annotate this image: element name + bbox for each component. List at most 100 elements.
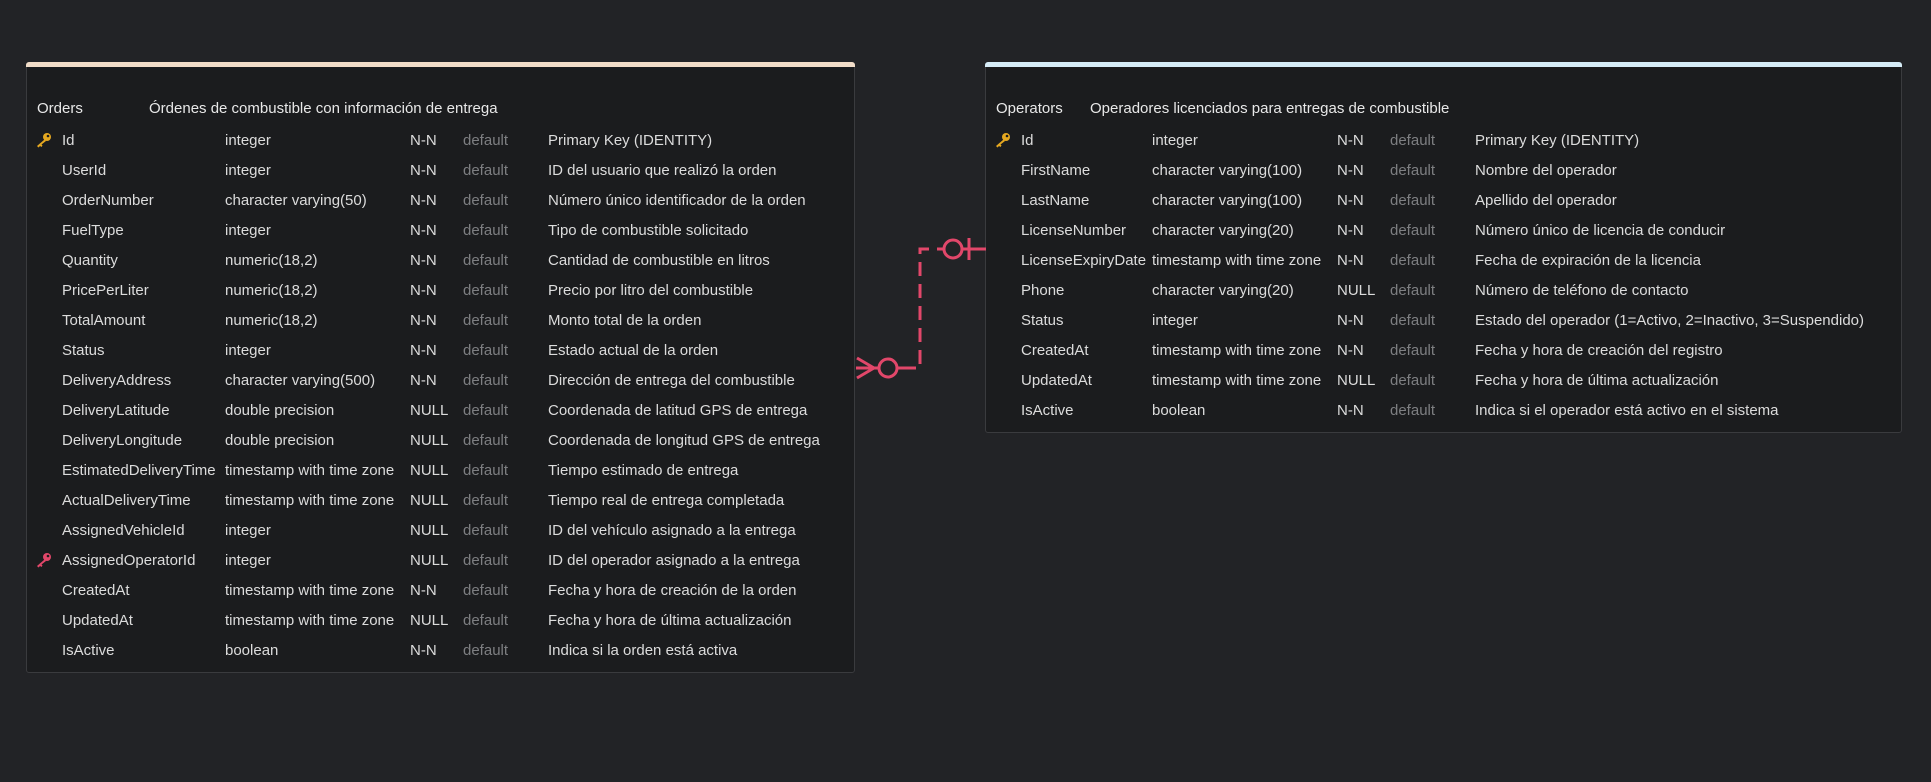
column-type: integer	[225, 552, 271, 569]
column-name: IsActive	[62, 642, 115, 659]
column-default: default	[1390, 342, 1436, 359]
column-nullability: N-N	[410, 582, 437, 599]
column-default: default	[463, 132, 509, 149]
operators-table-accent-bar	[985, 62, 1902, 67]
column-type: numeric(18,2)	[225, 252, 318, 269]
column-type: timestamp with time zone	[225, 462, 395, 479]
column-type: integer	[225, 342, 271, 359]
column-nullability: N-N	[410, 222, 437, 239]
column-name: FuelType	[62, 222, 124, 239]
zero-or-many-circle	[877, 357, 899, 379]
column-type: character varying(500)	[225, 372, 376, 389]
column-nullability: NULL	[1337, 282, 1376, 299]
column-default: default	[463, 252, 509, 269]
operators-table[interactable]: Operators Operadores licenciados para en…	[985, 62, 1902, 433]
column-description: Tiempo real de entrega completada	[548, 492, 785, 509]
column-nullability: NULL	[410, 552, 449, 569]
column-type: timestamp with time zone	[1152, 252, 1322, 269]
column-type: timestamp with time zone	[225, 582, 395, 599]
column-description: Primary Key (IDENTITY)	[548, 132, 713, 149]
column-default: default	[1390, 192, 1436, 209]
column-default: default	[463, 642, 509, 659]
column-type: timestamp with time zone	[225, 612, 395, 629]
column-type: character varying(20)	[1152, 222, 1294, 239]
column-nullability: N-N	[1337, 252, 1364, 269]
column-default: default	[1390, 132, 1436, 149]
column-description: Estado actual de la orden	[548, 342, 719, 359]
column-nullability: N-N	[410, 642, 437, 659]
column-default: default	[463, 192, 509, 209]
foreign-key-icon	[37, 553, 51, 568]
crow-foot-lower	[856, 366, 875, 380]
column-default: default	[1390, 252, 1436, 269]
column-default: default	[1390, 402, 1436, 419]
column-nullability: N-N	[410, 162, 437, 179]
column-name: LastName	[1021, 192, 1090, 209]
column-default: default	[463, 462, 509, 479]
column-name: LicenseNumber	[1021, 222, 1127, 239]
column-description: Precio por litro del combustible	[548, 282, 754, 299]
column-description: Número único identificador de la orden	[548, 192, 806, 209]
column-description: Tiempo estimado de entrega	[548, 462, 739, 479]
column-nullability: NULL	[410, 612, 449, 629]
column-nullability: N-N	[410, 282, 437, 299]
column-description: Dirección de entrega del combustible	[548, 372, 795, 389]
column-type: double precision	[225, 432, 335, 449]
column-description: Fecha y hora de creación de la orden	[548, 582, 797, 599]
column-row[interactable]: AssignedOperatorId integer NULL default ID d…	[27, 546, 854, 576]
column-description: Coordenada de latitud GPS de entrega	[548, 402, 808, 419]
column-name: DeliveryLongitude	[62, 432, 183, 449]
column-name: AssignedOperatorId	[62, 552, 196, 569]
column-type: character varying(100)	[1152, 192, 1303, 209]
column-default: default	[463, 552, 509, 569]
column-description: Número único de licencia de conducir	[1475, 222, 1726, 239]
column-type: integer	[1152, 312, 1198, 329]
column-description: Tipo de combustible solicitado	[548, 222, 749, 239]
operators-table-header[interactable]: Operators Operadores licenciados para en…	[996, 100, 1449, 117]
relationship-line	[902, 247, 940, 370]
column-name: UserId	[62, 162, 107, 179]
column-name: DeliveryLatitude	[62, 402, 170, 419]
column-description: ID del operador asignado a la entrega	[548, 552, 800, 569]
column-description: Fecha de expiración de la licencia	[1475, 252, 1701, 269]
column-nullability: N-N	[1337, 312, 1364, 329]
column-name: FirstName	[1021, 162, 1091, 179]
column-type: numeric(18,2)	[225, 312, 318, 329]
column-name: CreatedAt	[62, 582, 130, 599]
column-default: default	[463, 222, 509, 239]
orders-table[interactable]: Orders Órdenes de combustible con inform…	[26, 62, 855, 673]
column-description: Monto total de la orden	[548, 312, 702, 329]
column-default: default	[1390, 282, 1436, 299]
column-name: Quantity	[62, 252, 118, 269]
orders-table-header[interactable]: Orders Órdenes de combustible con inform…	[37, 100, 498, 117]
column-nullability: N-N	[410, 252, 437, 269]
